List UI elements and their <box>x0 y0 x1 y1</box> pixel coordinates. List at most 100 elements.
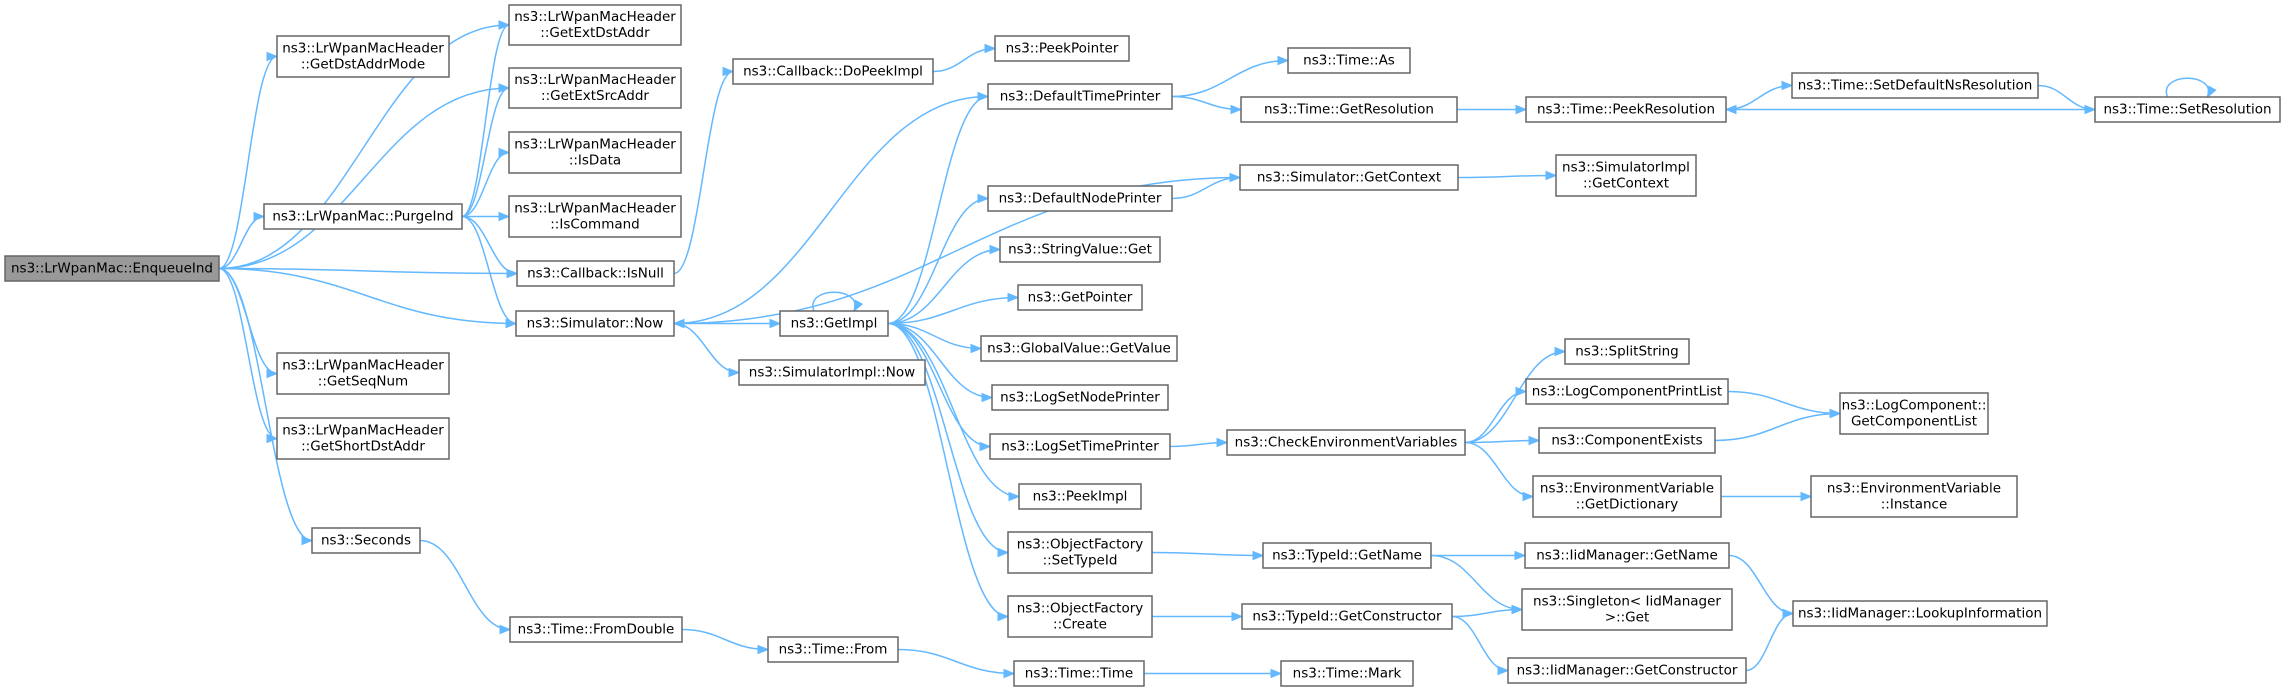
node-simimplgetcontext[interactable]: ns3::SimulatorImpl::GetContext <box>1555 154 1697 197</box>
node-box[interactable] <box>989 433 1171 460</box>
node-isnull[interactable]: ns3::Callback::IsNull <box>516 260 675 287</box>
node-typeidgetname[interactable]: ns3::TypeId::GetName <box>1262 542 1432 569</box>
node-settypeid[interactable]: ns3::ObjectFactory::SetTypeId <box>1007 531 1153 574</box>
node-box[interactable] <box>263 203 463 230</box>
node-box[interactable] <box>980 335 1178 362</box>
node-logsetnodeprinter[interactable]: ns3::LogSetNodePrinter <box>991 384 1169 411</box>
node-lookupinfo[interactable]: ns3::IidManager::LookupInformation <box>1792 600 2048 627</box>
node-getresolution[interactable]: ns3::Time::GetResolution <box>1240 96 1458 123</box>
node-logcomponentprintlist[interactable]: ns3::LogComponentPrintList <box>1525 378 1729 405</box>
node-box[interactable] <box>509 616 683 643</box>
node-defaultnodeprinter[interactable]: ns3::DefaultNodePrinter <box>987 185 1173 212</box>
node-getcontext[interactable]: ns3::Simulator::GetContext <box>1239 164 1459 191</box>
node-box[interactable] <box>1287 47 1411 74</box>
node-envinstance[interactable]: ns3::EnvironmentVariable::Instance <box>1810 475 2018 518</box>
node-box[interactable] <box>4 255 220 282</box>
node-setdefaultnsres[interactable]: ns3::Time::SetDefaultNsResolution <box>1791 72 2039 99</box>
node-box[interactable] <box>1839 392 1989 435</box>
node-box[interactable] <box>732 58 934 85</box>
node-splitstring[interactable]: ns3::SplitString <box>1564 338 1690 365</box>
node-box[interactable] <box>1017 284 1143 311</box>
node-box[interactable] <box>991 384 1169 411</box>
node-enqueue[interactable]: ns3::LrWpanMac::EnqueueInd <box>4 255 220 282</box>
node-box[interactable] <box>987 83 1173 110</box>
node-globalvaluegetvalue[interactable]: ns3::GlobalValue::GetValue <box>980 335 1178 362</box>
node-timemark[interactable]: ns3::Time::Mark <box>1280 660 1414 687</box>
node-box[interactable] <box>738 359 926 386</box>
node-box[interactable] <box>1240 96 1458 123</box>
node-box[interactable] <box>1280 660 1414 687</box>
node-box[interactable] <box>1007 595 1153 638</box>
node-getshortdstaddr[interactable]: ns3::LrWpanMacHeader::GetShortDstAddr <box>276 417 450 460</box>
node-getimpl[interactable]: ns3::GetImpl <box>779 310 889 337</box>
node-envgetdictionary[interactable]: ns3::EnvironmentVariable::GetDictionary <box>1532 475 1722 518</box>
node-box[interactable] <box>1262 542 1432 569</box>
node-box[interactable] <box>767 636 899 663</box>
node-seconds[interactable]: ns3::Seconds <box>311 527 421 554</box>
node-box[interactable] <box>994 35 1130 62</box>
node-typeidgetconstructor[interactable]: ns3::TypeId::GetConstructor <box>1241 603 1453 630</box>
node-box[interactable] <box>1226 429 1466 456</box>
node-box[interactable] <box>1524 542 1730 569</box>
node-box[interactable] <box>1013 660 1145 687</box>
node-now[interactable]: ns3::Simulator::Now <box>515 310 675 337</box>
node-checkenv[interactable]: ns3::CheckEnvironmentVariables <box>1226 429 1466 456</box>
node-box[interactable] <box>1525 96 1727 123</box>
node-isdata[interactable]: ns3::LrWpanMacHeader::IsData <box>508 131 682 174</box>
node-defaulttimeprinter[interactable]: ns3::DefaultTimePrinter <box>987 83 1173 110</box>
node-iidgetname[interactable]: ns3::IidManager::GetName <box>1524 542 1730 569</box>
node-box[interactable] <box>311 527 421 554</box>
node-box[interactable] <box>276 35 450 78</box>
node-box[interactable] <box>1507 657 1747 684</box>
node-getseqnum[interactable]: ns3::LrWpanMacHeader::GetSeqNum <box>276 352 450 395</box>
node-box[interactable] <box>1018 483 1142 510</box>
node-create[interactable]: ns3::ObjectFactory::Create <box>1007 595 1153 638</box>
node-peekimpl[interactable]: ns3::PeekImpl <box>1018 483 1142 510</box>
node-box[interactable] <box>987 185 1173 212</box>
node-componentexists[interactable]: ns3::ComponentExists <box>1538 427 1716 454</box>
node-box[interactable] <box>1791 72 2039 99</box>
node-simimplnow[interactable]: ns3::SimulatorImpl::Now <box>738 359 926 386</box>
node-box[interactable] <box>1239 164 1459 191</box>
node-iscommand[interactable]: ns3::LrWpanMacHeader::IsCommand <box>508 195 682 238</box>
node-fromdouble[interactable]: ns3::Time::FromDouble <box>509 616 683 643</box>
node-box[interactable] <box>1241 603 1453 630</box>
node-logcomponentgetlist[interactable]: ns3::LogComponent::GetComponentList <box>1839 392 1989 435</box>
node-box[interactable] <box>1538 427 1716 454</box>
node-getdstaddrmode[interactable]: ns3::LrWpanMacHeader::GetDstAddrMode <box>276 35 450 78</box>
node-timeas[interactable]: ns3::Time::As <box>1287 47 1411 74</box>
node-purgeind[interactable]: ns3::LrWpanMac::PurgeInd <box>263 203 463 230</box>
node-timetime[interactable]: ns3::Time::Time <box>1013 660 1145 687</box>
node-box[interactable] <box>1564 338 1690 365</box>
node-box[interactable] <box>2094 96 2281 123</box>
node-getextdstaddr[interactable]: ns3::LrWpanMacHeader::GetExtDstAddr <box>508 4 682 46</box>
node-setresolution[interactable]: ns3::Time::SetResolution <box>2094 96 2281 123</box>
node-iidgetconstructor[interactable]: ns3::IidManager::GetConstructor <box>1507 657 1747 684</box>
node-peekresolution[interactable]: ns3::Time::PeekResolution <box>1525 96 1727 123</box>
node-box[interactable] <box>1792 600 2048 627</box>
node-getpointer[interactable]: ns3::GetPointer <box>1017 284 1143 311</box>
node-box[interactable] <box>276 417 450 460</box>
node-box[interactable] <box>1555 154 1697 197</box>
node-getextsrcaddr[interactable]: ns3::LrWpanMacHeader::GetExtSrcAddr <box>508 67 682 109</box>
node-box[interactable] <box>1532 475 1722 518</box>
node-box[interactable] <box>508 4 682 46</box>
node-box[interactable] <box>516 260 675 287</box>
node-box[interactable] <box>1007 531 1153 574</box>
node-box[interactable] <box>1525 378 1729 405</box>
node-box[interactable] <box>276 352 450 395</box>
node-peekpointer[interactable]: ns3::PeekPointer <box>994 35 1130 62</box>
node-stringvalueget[interactable]: ns3::StringValue::Get <box>999 236 1161 263</box>
node-box[interactable] <box>1521 588 1733 631</box>
node-box[interactable] <box>999 236 1161 263</box>
node-timefrom[interactable]: ns3::Time::From <box>767 636 899 663</box>
node-box[interactable] <box>508 131 682 174</box>
node-box[interactable] <box>508 67 682 109</box>
node-box[interactable] <box>508 195 682 238</box>
node-logsettimeprinter[interactable]: ns3::LogSetTimePrinter <box>989 433 1171 460</box>
node-box[interactable] <box>1810 475 2018 518</box>
node-box[interactable] <box>779 310 889 337</box>
node-box[interactable] <box>515 310 675 337</box>
node-dopeekimpl[interactable]: ns3::Callback::DoPeekImpl <box>732 58 934 85</box>
node-singletonget[interactable]: ns3::Singleton< IidManager>::Get <box>1521 588 1733 631</box>
